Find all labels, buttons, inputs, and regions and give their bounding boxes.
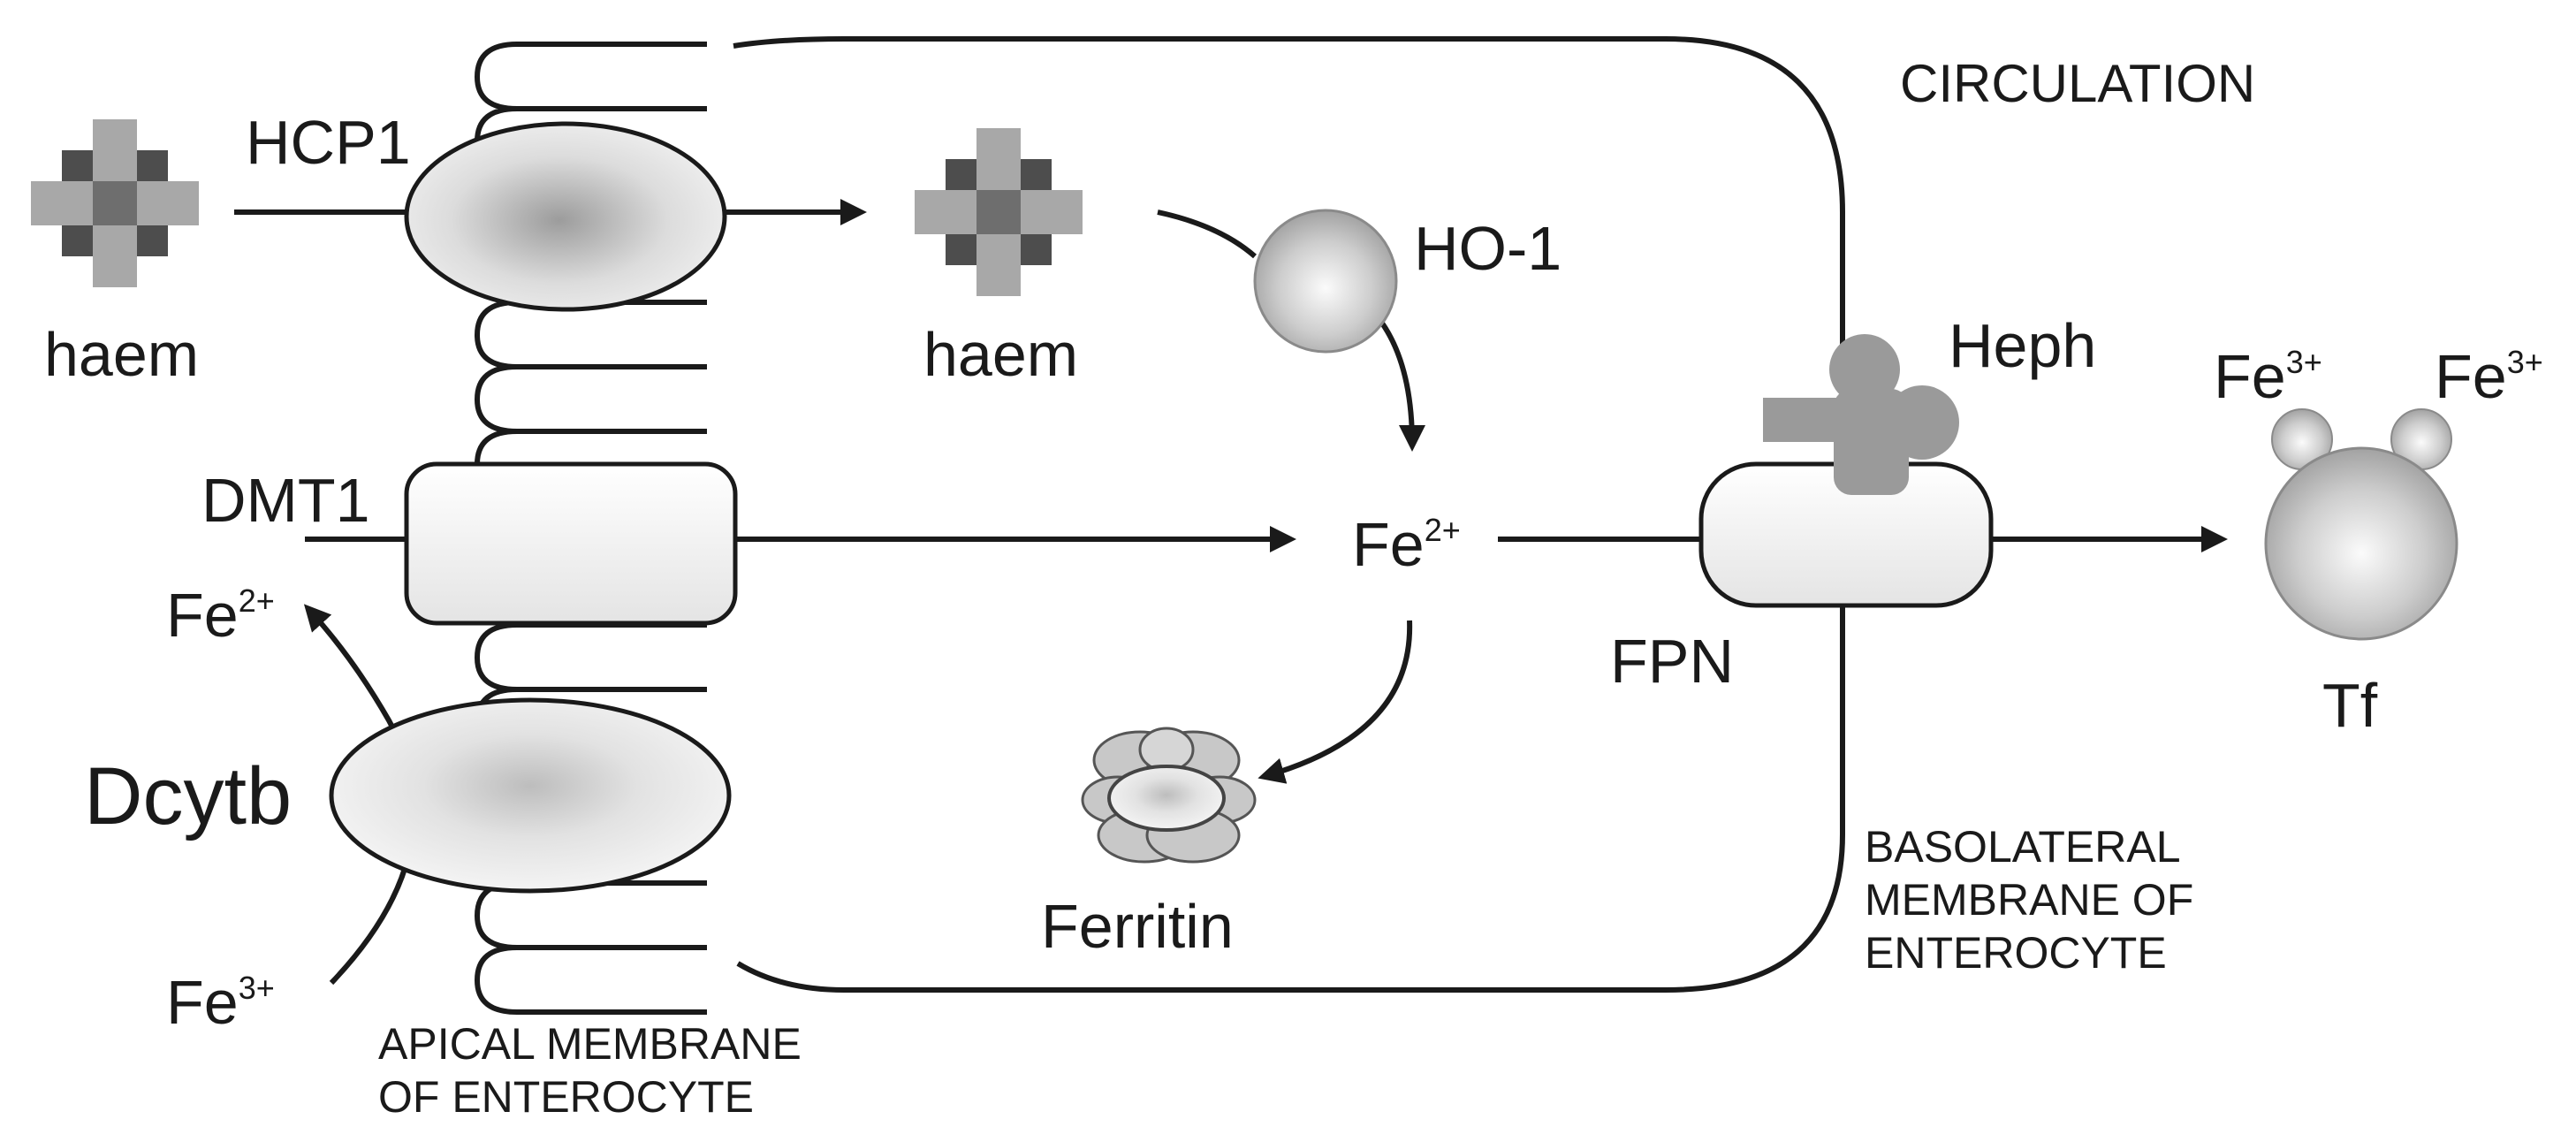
heph-label: Heph: [1949, 311, 2096, 380]
dcytb-enzyme: [329, 697, 732, 894]
fe3-tf-left-label: Fe3+: [2214, 342, 2322, 411]
fpn-label: FPN: [1610, 627, 1734, 696]
fe2-center-label: Fe2+: [1352, 510, 1461, 579]
ferritin-protein: [1081, 727, 1257, 864]
apical-label-line2: OF ENTEROCYTE: [378, 1072, 754, 1122]
haem-inner-label: haem: [923, 320, 1078, 389]
haem-molecule-left: [31, 119, 199, 287]
ho1-to-fe2-arrow: [1376, 316, 1425, 452]
dcytb-label: Dcytb: [84, 751, 292, 841]
ho1-enzyme: [1253, 209, 1398, 354]
fe2-to-ferritin-arrow: [1258, 620, 1413, 784]
ferritin-label: Ferritin: [1041, 892, 1234, 961]
haem-to-ho1-curve: [1157, 209, 1257, 259]
hephaestin-protein: [1763, 334, 1959, 495]
fe3-tf-right-label: Fe3+: [2435, 342, 2543, 411]
dmt1-label: DMT1: [201, 466, 370, 535]
circulation-label: CIRCULATION: [1900, 54, 2255, 113]
ho1-label: HO-1: [1414, 214, 1562, 283]
dmt1-transporter: [404, 461, 738, 626]
hcp1-label: HCP1: [246, 108, 411, 177]
basolateral-label-line2: MEMBRANE OF: [1865, 875, 2193, 925]
haem-molecule-inner: [915, 128, 1083, 296]
basolateral-label-line3: ENTEROCYTE: [1865, 928, 2167, 978]
fe2-left-label: Fe2+: [166, 581, 275, 650]
hcp1-transporter: [404, 121, 727, 312]
basolateral-label-line1: BASOLATERAL: [1865, 822, 2181, 872]
enterocyte-cell-outline: [733, 36, 1845, 993]
fe3-bottom-label: Fe3+: [166, 968, 275, 1037]
tf-label: Tf: [2322, 671, 2378, 740]
haem-left-label: haem: [44, 320, 199, 389]
transferrin-protein: [2264, 408, 2458, 641]
apical-label-line1: APICAL MEMBRANE: [378, 1019, 802, 1069]
